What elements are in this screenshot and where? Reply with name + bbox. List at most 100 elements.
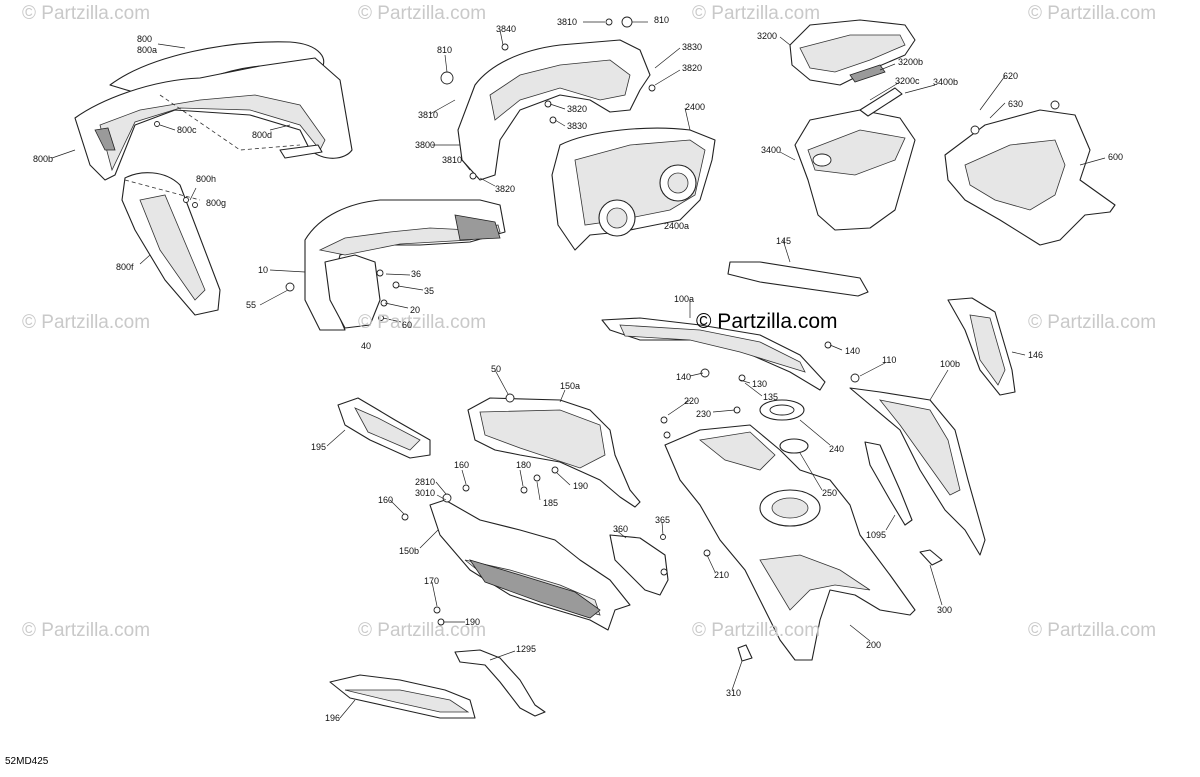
callout-3400[interactable]: 3400: [761, 145, 782, 155]
callout-3200[interactable]: 3200: [757, 31, 778, 41]
part-195-trim[interactable]: [337, 397, 431, 459]
callout-810-left[interactable]: 810: [437, 45, 453, 55]
callout-2400[interactable]: 2400: [685, 102, 706, 112]
callout-2400a[interactable]: 2400a: [664, 221, 690, 231]
callout-110[interactable]: 110: [882, 355, 897, 365]
callout-180[interactable]: 180: [516, 460, 532, 470]
part-10-dash-panel[interactable]: [304, 199, 506, 331]
watermark: © Partzilla.com: [1028, 3, 1157, 24]
callout-3400b[interactable]: 3400b: [933, 77, 959, 87]
part-300-clip[interactable]: [919, 549, 943, 566]
callout-210[interactable]: 210: [714, 570, 730, 580]
part-200-center-console[interactable]: [664, 424, 916, 661]
callout-220[interactable]: 220: [684, 396, 700, 406]
callout-20[interactable]: 20: [410, 305, 421, 315]
part-3800-bracket[interactable]: [457, 39, 651, 181]
part-150a-side-panel[interactable]: [467, 397, 641, 508]
callout-170[interactable]: 170: [424, 576, 440, 586]
callout-230[interactable]: 230: [696, 409, 712, 419]
part-240-ring[interactable]: [759, 399, 805, 421]
callout-100b[interactable]: 100b: [940, 359, 961, 369]
callout-200[interactable]: 200: [866, 640, 882, 650]
callout-800b[interactable]: 800b: [33, 154, 54, 164]
part-100a-upper-trim[interactable]: [601, 317, 826, 391]
callout-800f[interactable]: 800f: [116, 262, 134, 272]
callout-40[interactable]: 40: [361, 341, 372, 351]
callout-3810-mid[interactable]: 3810: [418, 110, 439, 120]
callout-365[interactable]: 365: [655, 515, 671, 525]
watermark: © Partzilla.com: [22, 3, 151, 24]
part-196-trim[interactable]: [329, 674, 476, 719]
callout-3820-top[interactable]: 3820: [682, 63, 703, 73]
callout-190-lower[interactable]: 190: [465, 617, 481, 627]
callout-3820-low[interactable]: 3820: [495, 184, 516, 194]
callout-130[interactable]: 130: [752, 379, 768, 389]
callout-3200c[interactable]: 3200c: [895, 76, 920, 86]
callout-60[interactable]: 60: [402, 320, 413, 330]
part-1295-strip[interactable]: [454, 649, 546, 717]
callout-150a[interactable]: 150a: [560, 381, 581, 391]
callout-600[interactable]: 600: [1108, 152, 1124, 162]
callout-36[interactable]: 36: [411, 269, 422, 279]
part-146-side-trim[interactable]: [947, 297, 1016, 396]
callout-140-left[interactable]: 140: [676, 372, 692, 382]
callout-10[interactable]: 10: [258, 265, 269, 275]
callout-3830-mid[interactable]: 3830: [567, 121, 588, 131]
callout-3820-mid[interactable]: 3820: [567, 104, 588, 114]
part-310-clip[interactable]: [737, 644, 753, 662]
part-145-trim-strip[interactable]: [727, 261, 869, 297]
callout-3840[interactable]: 3840: [496, 24, 517, 34]
part-100b-side-trim[interactable]: [849, 387, 986, 556]
callout-50[interactable]: 50: [491, 364, 502, 374]
callout-3810-top[interactable]: 3810: [557, 17, 578, 27]
part-600-side-panel[interactable]: [944, 109, 1116, 246]
callout-145[interactable]: 145: [776, 236, 792, 246]
part-3400-glovebox[interactable]: [794, 87, 916, 231]
part-3200-glovebox-lid[interactable]: [789, 19, 916, 86]
callout-55[interactable]: 55: [246, 300, 257, 310]
callout-630[interactable]: 630: [1008, 99, 1024, 109]
callout-800g[interactable]: 800g: [206, 198, 227, 208]
watermark: © Partzilla.com: [1028, 620, 1157, 641]
callout-3800[interactable]: 3800: [415, 140, 436, 150]
callout-800c[interactable]: 800c: [177, 125, 197, 135]
part-360-bracket[interactable]: [609, 534, 669, 596]
callout-146[interactable]: 146: [1028, 350, 1044, 360]
callout-310[interactable]: 310: [726, 688, 742, 698]
part-2400-headlight[interactable]: [551, 127, 716, 251]
callout-620[interactable]: 620: [1003, 71, 1019, 81]
callout-800h[interactable]: 800h: [196, 174, 217, 184]
part-800f-side-panel[interactable]: [121, 172, 221, 316]
callout-160-upper[interactable]: 160: [454, 460, 470, 470]
callout-1095[interactable]: 1095: [866, 530, 887, 540]
hardware-fasteners: [154, 16, 1060, 626]
callout-195[interactable]: 195: [311, 442, 327, 452]
callout-3010[interactable]: 3010: [415, 488, 436, 498]
callout-35[interactable]: 35: [424, 286, 435, 296]
callout-3830-top[interactable]: 3830: [682, 42, 703, 52]
callout-250[interactable]: 250: [822, 488, 838, 498]
callout-810-top[interactable]: 810: [654, 15, 670, 25]
callout-3200b[interactable]: 3200b: [898, 57, 924, 67]
callout-800[interactable]: 800: [137, 34, 153, 44]
callout-300[interactable]: 300: [937, 605, 953, 615]
callout-160-lower[interactable]: 160: [378, 495, 394, 505]
callout-2810[interactable]: 2810: [415, 477, 436, 487]
callout-135[interactable]: 135: [763, 392, 779, 402]
callout-190-upper[interactable]: 190: [573, 481, 589, 491]
callout-100a[interactable]: 100a: [674, 294, 695, 304]
callout-140-right[interactable]: 140: [845, 346, 861, 356]
callout-3810-low[interactable]: 3810: [442, 155, 463, 165]
part-800-front-fascia[interactable]: [74, 41, 353, 181]
callout-800a[interactable]: 800a: [137, 45, 158, 55]
part-250-seal[interactable]: [779, 438, 809, 454]
callout-150b[interactable]: 150b: [399, 546, 420, 556]
part-1095-strip[interactable]: [864, 441, 913, 526]
callout-800d[interactable]: 800d: [252, 130, 273, 140]
callout-185[interactable]: 185: [543, 498, 559, 508]
part-150b-lower-panel[interactable]: [429, 499, 631, 631]
callout-240[interactable]: 240: [829, 444, 845, 454]
callout-360[interactable]: 360: [613, 524, 629, 534]
callout-1295[interactable]: 1295: [516, 644, 537, 654]
callout-196[interactable]: 196: [325, 713, 341, 723]
